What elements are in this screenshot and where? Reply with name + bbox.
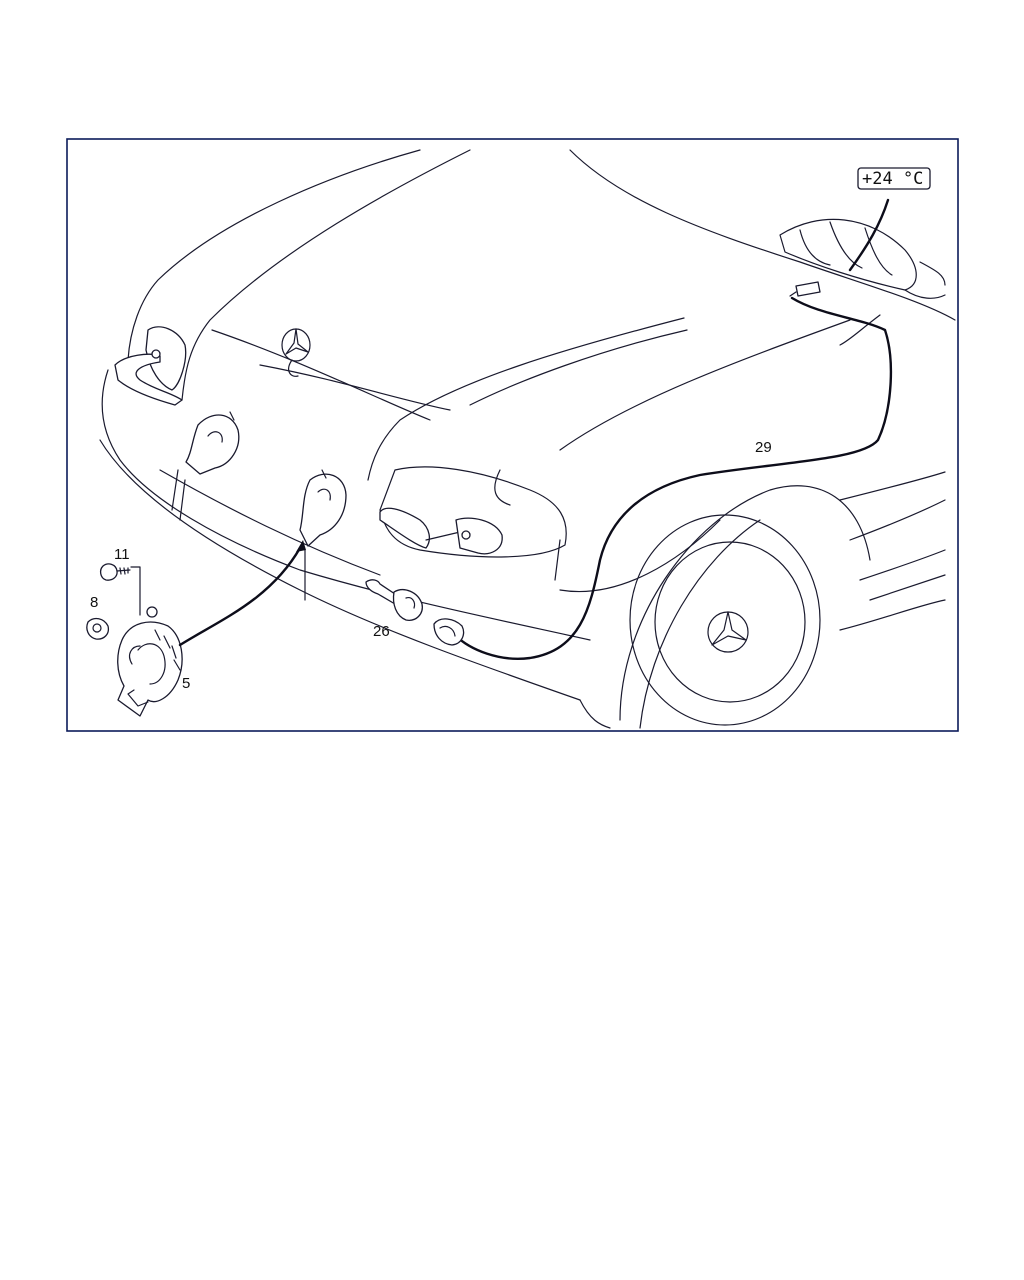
callout-11: 11 <box>114 546 130 563</box>
temperature-display: +24 °C <box>857 167 931 190</box>
headlight-washer-parts <box>379 507 503 555</box>
horn-location-arrowhead <box>296 540 306 552</box>
wheel-star-emblem <box>707 611 749 653</box>
callout-8: 8 <box>90 594 98 611</box>
horn-part <box>117 606 183 717</box>
car-body <box>99 149 956 729</box>
bolt-leader-line <box>130 566 141 616</box>
mounted-horn-left <box>185 411 240 475</box>
callout-5: 5 <box>182 675 190 692</box>
sensor-plug <box>433 618 465 646</box>
temperature-sensor <box>365 579 423 621</box>
mounted-horn-right <box>299 469 347 547</box>
hood-star-emblem <box>281 328 311 377</box>
cable-harness <box>453 296 893 660</box>
callout-29: 29 <box>755 439 772 456</box>
callout-26: 26 <box>373 623 390 640</box>
bolt-part <box>99 563 131 581</box>
horn-location-arrow <box>178 546 302 647</box>
temperature-display-text: +24 °C <box>862 169 923 189</box>
dashboard-connector <box>789 281 821 297</box>
display-pointer-line <box>848 198 890 272</box>
left-headlight-assembly <box>114 326 187 406</box>
nut-part <box>86 617 110 640</box>
